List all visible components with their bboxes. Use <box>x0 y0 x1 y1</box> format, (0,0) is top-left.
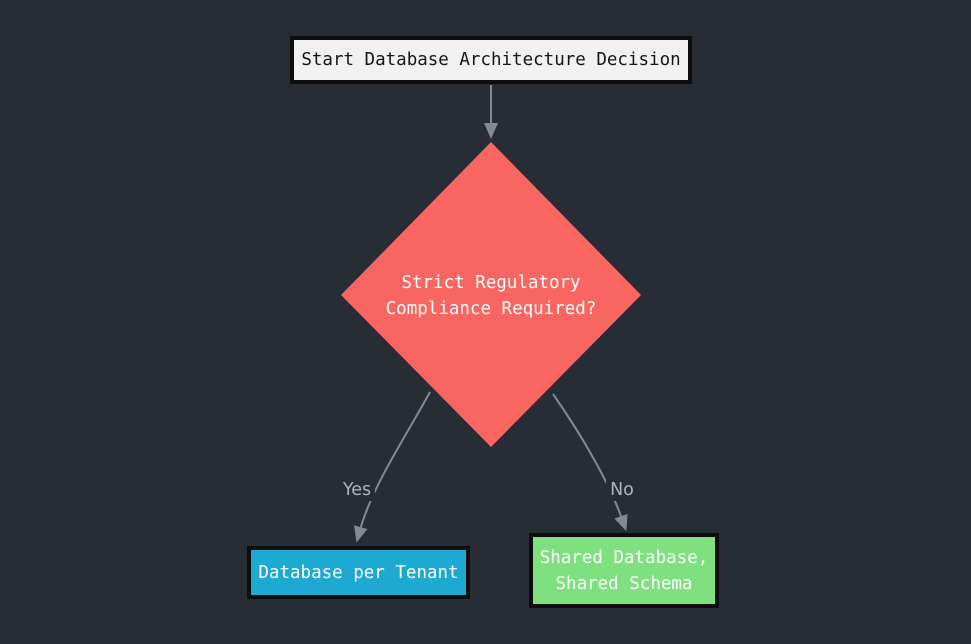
node-start-label: Start Database Architecture Decision <box>301 50 681 70</box>
node-database-per-tenant-label: Database per Tenant <box>258 562 459 583</box>
decision-diamond-shape <box>341 142 641 447</box>
node-decision-label: Strict Regulatory Compliance Required? <box>385 273 597 319</box>
edge-label-no: No <box>606 479 638 501</box>
edge-decision-to-shared-db <box>552 393 628 532</box>
node-start: Start Database Architecture Decision <box>290 36 692 84</box>
node-shared-database: Shared Database, Shared Schema <box>529 533 719 608</box>
edge-decision-to-tenant-db <box>354 391 431 543</box>
node-shared-database-label: Shared Database, Shared Schema <box>539 547 709 594</box>
edge-label-yes: Yes <box>338 479 376 501</box>
node-database-per-tenant: Database per Tenant <box>247 546 470 599</box>
